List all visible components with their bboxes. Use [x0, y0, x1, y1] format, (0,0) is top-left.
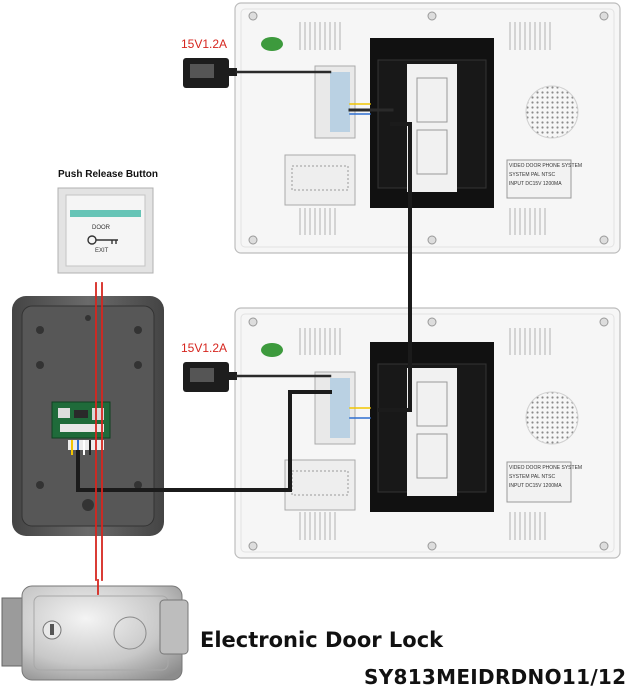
button-exit-text: EXIT — [95, 248, 109, 254]
sticker-input-bottom: INPUT DC15V 1200MA — [509, 483, 562, 489]
indoor-monitor-top — [234, 2, 621, 254]
power-adapter-icon — [183, 58, 237, 88]
circuit-board-icon — [51, 401, 111, 450]
door-lock-icon — [1, 585, 189, 681]
sticker-title: VIDEO DOOR PHONE SYSTEM — [509, 163, 583, 169]
model-number: SY813MEIDRDNO11/12 — [364, 665, 627, 689]
wiring-cables — [76, 70, 412, 595]
exit-button-icon — [57, 187, 154, 274]
green-logo-icon — [261, 343, 283, 357]
psu-top-label: 15V1.2A — [181, 37, 228, 51]
button-door-text: DOOR — [92, 225, 110, 231]
electronic-door-lock-label: Electronic Door Lock — [200, 628, 444, 652]
sticker-system: SYSTEM PAL NTSC — [509, 172, 556, 178]
key-icon — [87, 235, 118, 245]
indoor-monitor-bottom — [234, 307, 621, 559]
psu-bottom-label: 15V1.2A — [181, 341, 228, 355]
power-adapter-icon — [183, 362, 237, 392]
green-logo-icon — [261, 37, 283, 51]
sticker-system-bottom: SYSTEM PAL NTSC — [509, 474, 556, 480]
push-release-button-label: Push Release Button — [58, 169, 159, 180]
sticker-title-bottom: VIDEO DOOR PHONE SYSTEM — [509, 465, 583, 471]
speaker-grille-icon — [525, 391, 579, 445]
outdoor-unit — [12, 296, 164, 536]
sticker-input: INPUT DC15V 1200MA — [509, 181, 562, 187]
speaker-grille-icon — [525, 85, 579, 139]
